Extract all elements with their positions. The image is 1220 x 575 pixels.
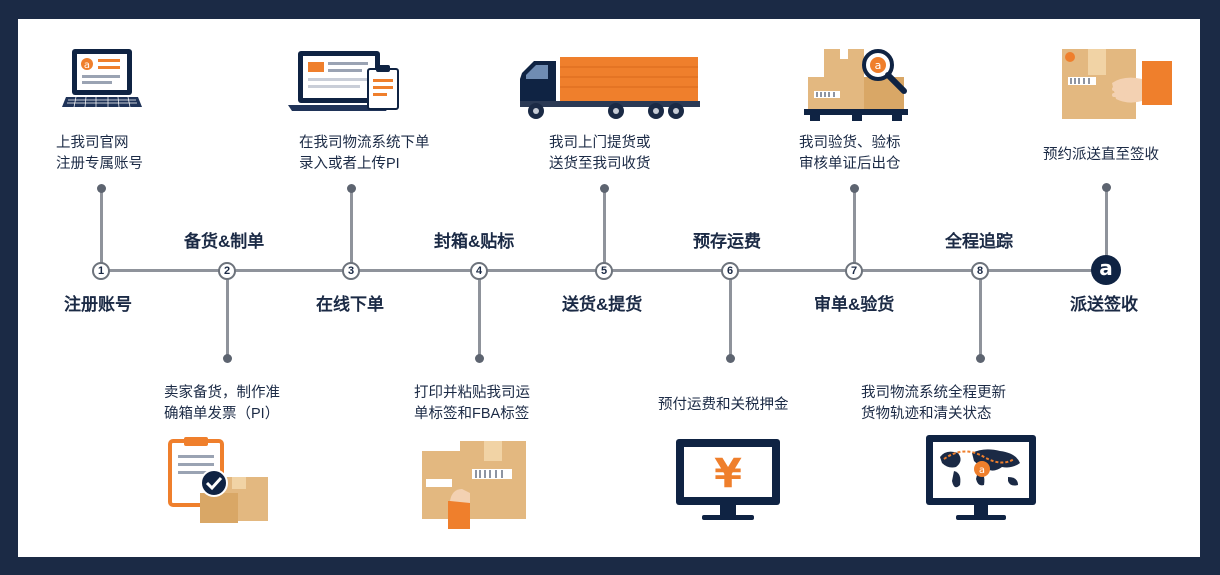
- stem-step-7: [853, 189, 856, 267]
- node-step-2: 2: [218, 262, 236, 280]
- step-1-description: 上我司官网 注册专属账号: [56, 135, 143, 172]
- stem-step-1: [100, 189, 103, 267]
- node-step-4: 4: [470, 262, 488, 280]
- step-8-description: 我司物流系统全程更新 货物轨迹和清关状态: [861, 385, 1006, 422]
- step-9-description: 预约派送直至签收: [1043, 147, 1159, 163]
- dot-step-8: [976, 354, 985, 363]
- dot-step-1: [97, 184, 106, 193]
- stem-step-3: [350, 189, 353, 267]
- dot-step-9: [1102, 183, 1111, 192]
- node-step-9-amazon: a: [1091, 255, 1121, 285]
- node-step-7: 7: [845, 262, 863, 280]
- dot-step-6: [726, 354, 735, 363]
- step-3-description: 在我司物流系统下单 录入或者上传PI: [299, 135, 430, 172]
- step-7-description: 我司验货、验标 审核单证后出仓: [799, 135, 901, 172]
- stage-name-3: 在线下单: [316, 295, 384, 314]
- stem-step-6: [729, 275, 732, 357]
- node-step-8: 8: [971, 262, 989, 280]
- dot-step-5: [600, 184, 609, 193]
- yen-monitor-icon: ¥: [676, 439, 780, 520]
- stem-step-2: [226, 275, 229, 357]
- dot-step-3: [347, 184, 356, 193]
- stage-name-8: 全程追踪: [945, 232, 1013, 251]
- node-step-3: 3: [342, 262, 360, 280]
- dot-step-2: [223, 354, 232, 363]
- svg-text:a: a: [875, 59, 882, 72]
- stage-name-4: 封箱&贴标: [434, 232, 515, 251]
- node-step-5: 5: [595, 262, 613, 280]
- process-panel: 1 2 3 4 5 6 7 8 a 注册账号 备货&制单 在线下单 封箱&贴标 …: [18, 19, 1200, 557]
- step-2-description: 卖家备货，制作准 确箱单发票（PI）: [164, 385, 280, 422]
- stage-name-9: 派送签收: [1070, 295, 1138, 314]
- monitor-order-icon: [288, 51, 399, 111]
- stage-name-7: 审单&验货: [814, 295, 895, 314]
- stage-name-6: 预存运费: [693, 232, 761, 251]
- svg-text:a: a: [979, 465, 985, 476]
- stem-step-8: [979, 275, 982, 357]
- labeled-boxes-icon: [422, 441, 526, 529]
- node-step-6: 6: [721, 262, 739, 280]
- stage-name-2: 备货&制单: [184, 232, 265, 251]
- dot-step-4: [475, 354, 484, 363]
- stem-step-4: [478, 275, 481, 357]
- stem-step-5: [603, 189, 606, 267]
- node-step-1: 1: [92, 262, 110, 280]
- svg-text:¥: ¥: [714, 451, 742, 497]
- dot-step-7: [850, 184, 859, 193]
- step-6-description: 预付运费和关税押金: [658, 397, 789, 413]
- stem-step-9: [1105, 189, 1108, 259]
- inspect-boxes-icon: a: [804, 49, 908, 121]
- laptop-icon: a: [62, 49, 142, 108]
- stage-name-5: 送货&提货: [562, 295, 643, 314]
- step-4-description: 打印并粘贴我司运 单标签和FBA标签: [414, 385, 530, 422]
- step-5-description: 我司上门提货或 送货至我司收货: [549, 135, 651, 172]
- stage-name-1: 注册账号: [64, 295, 132, 314]
- hand-box-icon: [1062, 49, 1172, 119]
- truck-icon: [520, 57, 700, 119]
- clipboard-boxes-icon: [168, 437, 268, 523]
- world-map-monitor-icon: a: [926, 435, 1036, 520]
- svg-text:a: a: [84, 60, 90, 71]
